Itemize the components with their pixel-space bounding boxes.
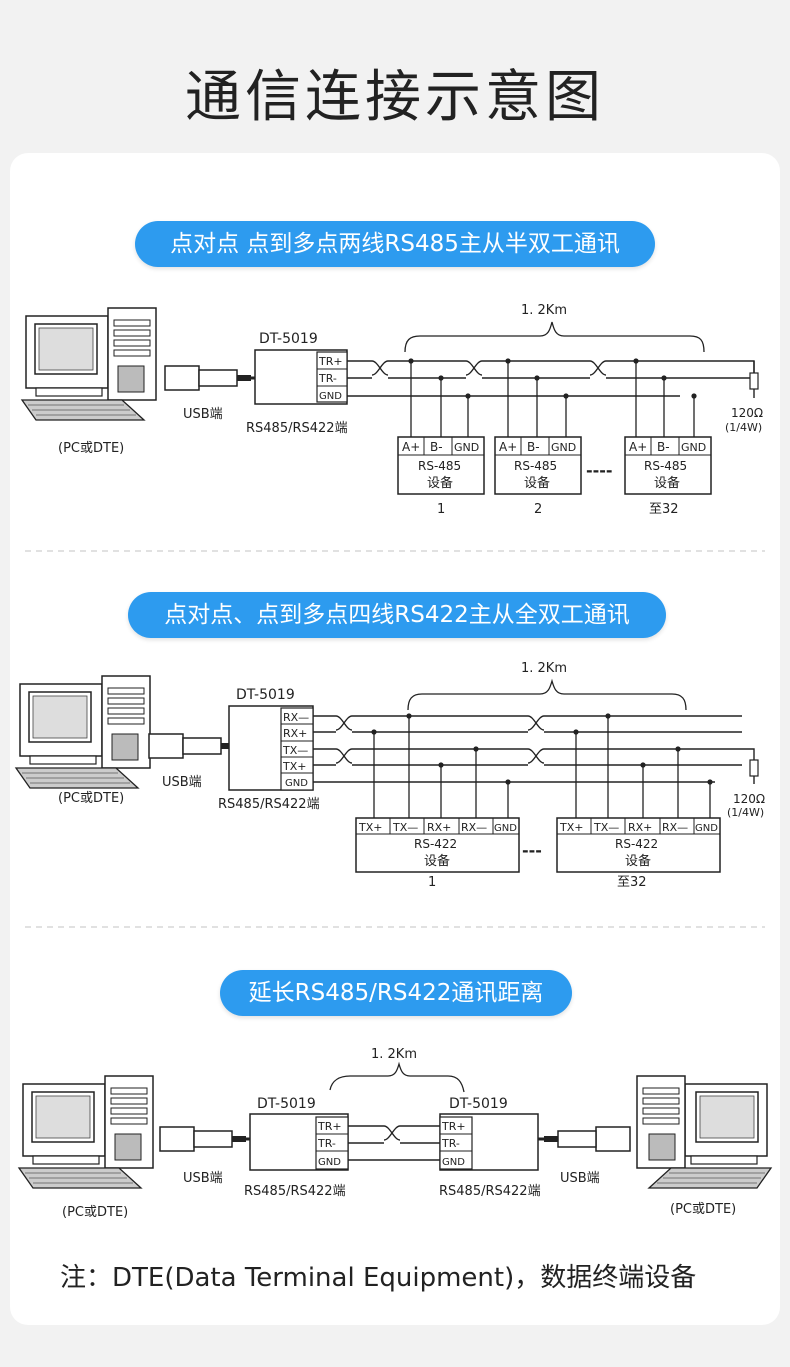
port-label: RS485/RS422端 — [218, 797, 320, 812]
port-label: RS485/RS422端 — [246, 421, 348, 436]
svg-text:RX—: RX— — [461, 821, 487, 834]
rs422-device: TX+ TX— RX+ RX— GND RS-422 设备 — [556, 817, 721, 873]
usb-label: USB端 — [560, 1171, 600, 1186]
pc-icon — [636, 1075, 772, 1189]
svg-text:设备: 设备 — [654, 475, 680, 491]
pc-icon — [21, 307, 157, 421]
rs485-two-wire-diagram: (PC或DTE) USB端 DT-5019 TR+ TR- GND RS485/… — [21, 303, 763, 517]
page-title: 通信连接示意图 — [185, 65, 605, 130]
svg-text:TX—: TX— — [392, 821, 418, 834]
pc-label: (PC或DTE) — [670, 1202, 736, 1217]
svg-text:设备: 设备 — [524, 475, 550, 491]
svg-text:GND: GND — [681, 441, 706, 454]
pc-label: (PC或DTE) — [58, 441, 124, 456]
svg-text:GND: GND — [695, 823, 718, 834]
pc-label: (PC或DTE) — [58, 791, 124, 806]
svg-text:TX+: TX+ — [358, 821, 382, 834]
svg-text:RX+: RX+ — [427, 821, 451, 834]
svg-text:TR+: TR+ — [441, 1120, 466, 1133]
svg-text:B-: B- — [657, 440, 670, 454]
svg-text:RS-485: RS-485 — [644, 459, 687, 473]
svg-text:GND: GND — [551, 441, 576, 454]
converter-name: DT-5019 — [449, 1096, 508, 1112]
svg-text:GND: GND — [442, 1157, 465, 1168]
svg-text:设备: 设备 — [424, 853, 450, 869]
svg-text:GND: GND — [494, 823, 517, 834]
rs485-device: A+ B- GND RS-485 设备 — [397, 436, 485, 495]
svg-text:RS-422: RS-422 — [615, 837, 658, 851]
port-label: RS485/RS422端 — [439, 1184, 541, 1199]
resistor-power: (1/4W) — [725, 421, 762, 434]
resistor-power: (1/4W) — [727, 806, 764, 819]
rs485-device: A+ B- GND RS-485 设备 — [494, 436, 582, 495]
usb-label: USB端 — [162, 775, 202, 790]
terminal-label: GND — [319, 391, 342, 402]
device-number: 至32 — [649, 502, 679, 517]
svg-text:RX—: RX— — [283, 711, 309, 724]
svg-text:RX+: RX+ — [283, 727, 307, 740]
converter-name: DT-5019 — [236, 687, 295, 703]
svg-text:RS-485: RS-485 — [514, 459, 557, 473]
ellipsis: --- — [522, 841, 542, 860]
section-heading-rs485: 点对点 点到多点两线RS485主从半双工通讯 — [135, 221, 655, 267]
svg-text:A+: A+ — [629, 440, 647, 454]
svg-text:TX—: TX— — [593, 821, 619, 834]
usb-label: USB端 — [183, 1171, 223, 1186]
svg-text:GND: GND — [285, 778, 308, 789]
svg-text:B-: B- — [430, 440, 443, 454]
port-label: RS485/RS422端 — [244, 1184, 346, 1199]
footnote: 注：DTE(Data Terminal Equipment)，数据终端设备 — [60, 1263, 697, 1293]
device-number: 至32 — [617, 875, 647, 890]
svg-text:RX+: RX+ — [628, 821, 652, 834]
converter-name: DT-5019 — [257, 1096, 316, 1112]
usb-plug-icon — [164, 365, 252, 391]
svg-text:设备: 设备 — [427, 475, 453, 491]
ellipsis: ---- — [586, 461, 613, 480]
svg-text:GND: GND — [318, 1157, 341, 1168]
svg-text:设备: 设备 — [625, 853, 651, 869]
device-number: 1 — [428, 875, 436, 890]
terminal-label: TR- — [318, 372, 337, 385]
usb-plug-icon — [159, 1126, 247, 1152]
termination-resistor — [749, 759, 759, 777]
extend-distance-diagram: (PC或DTE) USB端 DT-5019 TR+ TR- GND RS485/… — [18, 1047, 772, 1220]
svg-text:TR+: TR+ — [317, 1120, 342, 1133]
converter-name: DT-5019 — [259, 331, 318, 347]
pc-icon — [15, 675, 151, 789]
device-number: 1 — [437, 502, 445, 517]
svg-text:RS-485: RS-485 — [418, 459, 461, 473]
svg-text:B-: B- — [527, 440, 540, 454]
svg-text:TX+: TX+ — [559, 821, 583, 834]
svg-text:RS-422: RS-422 — [414, 837, 457, 851]
resistor-value: 120Ω — [731, 406, 763, 420]
pc-icon — [18, 1075, 154, 1189]
distance-label: 1. 2Km — [521, 661, 567, 676]
svg-text:TX+: TX+ — [282, 760, 306, 773]
pc-label: (PC或DTE) — [62, 1205, 128, 1220]
section-heading-extend: 延长RS485/RS422通讯距离 — [220, 970, 572, 1016]
device-number: 2 — [534, 502, 542, 517]
svg-text:TX—: TX— — [282, 744, 308, 757]
terminal-label: TR+ — [318, 355, 343, 368]
svg-text:TR-: TR- — [441, 1137, 460, 1150]
rs422-device: TX+ TX— RX+ RX— GND RS-422 设备 — [355, 817, 520, 873]
rs485-device: A+ B- GND RS-485 设备 — [624, 436, 712, 495]
svg-text:A+: A+ — [499, 440, 517, 454]
svg-text:RX—: RX— — [662, 821, 688, 834]
usb-label: USB端 — [183, 407, 223, 422]
distance-label: 1. 2Km — [371, 1047, 417, 1062]
resistor-value: 120Ω — [733, 792, 765, 806]
section-heading-rs422: 点对点、点到多点四线RS422主从全双工通讯 — [128, 592, 666, 638]
rs422-four-wire-diagram: (PC或DTE) USB端 DT-5019 RX— RX+ TX— TX+ GN… — [15, 661, 765, 890]
svg-text:GND: GND — [454, 441, 479, 454]
svg-text:A+: A+ — [402, 440, 420, 454]
svg-text:TR-: TR- — [317, 1137, 336, 1150]
usb-plug-icon — [148, 733, 236, 759]
distance-label: 1. 2Km — [521, 303, 567, 318]
termination-resistor — [749, 372, 759, 390]
